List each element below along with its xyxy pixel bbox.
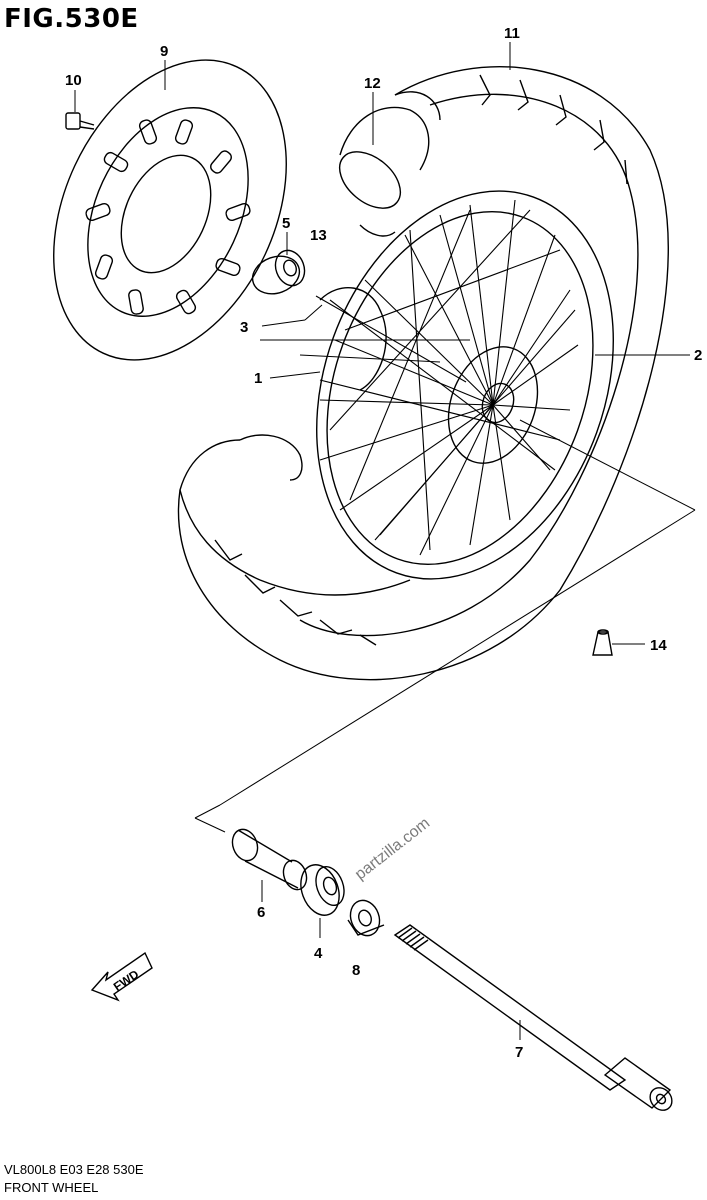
valve-cap (592, 629, 613, 656)
callout-14: 14 (650, 637, 667, 654)
wheel-spokes (315, 199, 579, 556)
disc-bolt (65, 112, 95, 130)
callout-8: 8 (352, 962, 360, 979)
callout-1: 1 (254, 370, 262, 387)
callout-11: 11 (504, 25, 520, 42)
callout-12: 12 (364, 75, 381, 92)
callout-9: 9 (160, 43, 168, 60)
wheel-rim (239, 190, 614, 580)
front-tire (177, 66, 669, 681)
wheel-bearing-lower (300, 864, 345, 916)
brake-disc (53, 59, 287, 361)
callout-10: 10 (65, 72, 82, 89)
figure-title: FIG.530E (4, 4, 139, 34)
callout-leaders (74, 42, 690, 1040)
footer-name: FRONT WHEEL (4, 1180, 99, 1195)
callout-7: 7 (515, 1044, 523, 1061)
tire-tread (214, 74, 628, 646)
callout-2: 2 (694, 347, 702, 364)
front-axle (393, 924, 673, 1111)
axle-thread (397, 927, 429, 951)
callout-13: 13 (310, 227, 327, 244)
callout-4: 4 (314, 945, 323, 962)
callout-numbers: 9 10 11 12 5 13 3 1 2 14 6 4 8 7 (65, 25, 702, 1061)
wheel-bearing-upper (251, 249, 306, 295)
footer-code: VL800L8 E03 E28 530E (4, 1162, 144, 1177)
axle-spacer (231, 828, 308, 891)
callout-3: 3 (240, 319, 248, 336)
callout-5: 5 (282, 215, 290, 232)
oil-seal (347, 899, 385, 937)
axle-explode-guide (194, 419, 696, 833)
callout-6: 6 (257, 904, 265, 921)
rim-band (338, 106, 430, 237)
fwd-label: FWD (111, 967, 142, 994)
fwd-direction-arrow (90, 951, 153, 1002)
disc-vent-holes (85, 119, 251, 315)
